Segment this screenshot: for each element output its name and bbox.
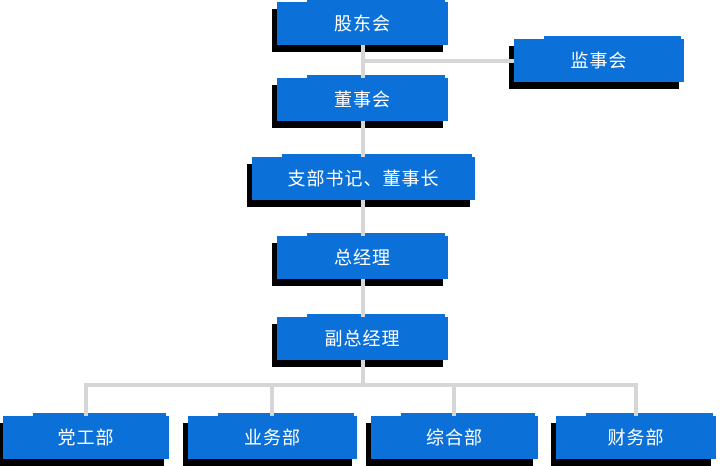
node-label-general-affairs-department: 综合部 <box>426 427 483 448</box>
node-general-manager: 总经理 <box>277 233 448 279</box>
node-supervisory-board: 监事会 <box>514 36 684 82</box>
node-label-branch-secretary-chairman: 支部书记、董事长 <box>287 168 440 189</box>
node-board-of-directors: 董事会 <box>277 75 448 121</box>
node-label-party-work-department: 党工部 <box>57 427 115 448</box>
node-finance-department: 财务部 <box>556 413 716 459</box>
connector-drop-finance <box>634 386 638 416</box>
node-label-business-department: 业务部 <box>244 427 301 448</box>
connector-drop-business <box>270 386 274 416</box>
connector-secretary-gm <box>361 200 365 236</box>
node-deputy-general-manager: 副总经理 <box>277 314 448 360</box>
connector-branch-supervisory <box>361 59 514 63</box>
connector-departments-bus <box>84 383 638 387</box>
node-label-board-of-directors: 董事会 <box>334 89 391 110</box>
node-general-affairs-department: 综合部 <box>371 413 538 459</box>
node-label-deputy-general-manager: 副总经理 <box>324 328 401 349</box>
connector-dgm-trunk <box>361 360 365 385</box>
node-business-department: 业务部 <box>188 413 357 459</box>
connector-board-secretary <box>361 121 365 157</box>
node-branch-secretary-chairman: 支部书记、董事长 <box>252 154 475 200</box>
node-label-shareholders-meeting: 股东会 <box>334 13 391 34</box>
node-label-supervisory-board: 监事会 <box>570 50 628 71</box>
connector-gm-dgm <box>361 279 365 317</box>
node-label-finance-department: 财务部 <box>607 427 665 448</box>
connector-drop-general-affairs <box>452 386 456 416</box>
node-shareholders-meeting: 股东会 <box>277 0 448 45</box>
node-party-work-department: 党工部 <box>3 413 169 459</box>
node-label-general-manager: 总经理 <box>334 247 391 268</box>
connector-drop-party-work <box>84 386 88 416</box>
